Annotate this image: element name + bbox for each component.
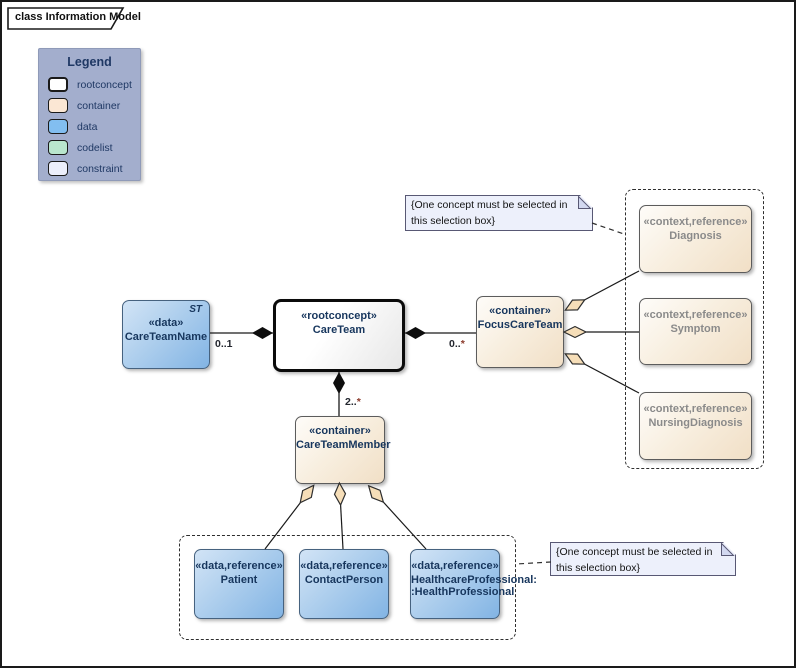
node-contactperson[interactable]: «data,reference» ContactPerson [299, 549, 389, 619]
stereotype-label: «container» [489, 305, 551, 317]
legend-item-rootconcept: rootconcept [48, 76, 132, 93]
tagged-value-st: ST [189, 304, 202, 315]
note-fold-icon [721, 543, 735, 557]
node-careteammember[interactable]: «container» CareTeamMember [295, 416, 391, 484]
stereotype-label: «data,reference» [411, 560, 499, 572]
aggregation-diamond-icon [564, 353, 586, 365]
legend-item-codelist: codelist [48, 139, 113, 156]
selection-box-right[interactable] [625, 189, 764, 469]
node-nursingdiagnosis[interactable]: «context,reference» NursingDiagnosis [639, 392, 752, 460]
diagram-tab[interactable]: class Information Model [15, 11, 141, 23]
constraint-swatch-icon [48, 161, 68, 176]
aggregation-diamond-icon [367, 484, 385, 504]
legend-item-data: data [48, 118, 97, 135]
class-name-label: CareTeamName [124, 331, 208, 343]
composition-diamond-icon [405, 327, 426, 339]
node-healthcareprofessional[interactable]: «data,reference» HealthcareProfessional:… [410, 549, 537, 619]
multiplicity-careteammember: 2..* [345, 396, 361, 408]
note-selection-top[interactable]: {One concept must be selected in this se… [405, 195, 593, 231]
composition-diamond-icon [252, 327, 273, 339]
stereotype-label: «data,reference» [195, 560, 283, 572]
legend-title: Legend [67, 55, 112, 69]
class-name-label: Diagnosis [669, 230, 722, 242]
data-swatch-icon [48, 119, 68, 134]
codelist-swatch-icon [48, 140, 68, 155]
aggregation-diamond-icon [333, 481, 347, 507]
stereotype-label: «context,reference» [643, 216, 748, 228]
connector-careteam-careteammember[interactable] [333, 372, 345, 416]
note-selection-bottom[interactable]: {One concept must be selected in this se… [550, 542, 736, 576]
note-anchor-top [591, 222, 625, 235]
legend-item-constraint: constraint [48, 160, 123, 177]
stereotype-label: «container» [309, 425, 371, 437]
stereotype-label: «data» [148, 317, 184, 329]
class-name-label: NursingDiagnosis [648, 417, 743, 429]
stereotype-label: «context,reference» [643, 403, 748, 415]
composition-diamond-icon [333, 372, 345, 394]
aggregation-diamond-icon [564, 299, 586, 311]
class-name-label: HealthcareProfessional: [411, 574, 537, 586]
class-name-label: Symptom [670, 323, 721, 335]
class-name-label: Patient [220, 574, 258, 586]
container-swatch-icon [48, 98, 68, 113]
aggregation-diamond-icon [299, 484, 315, 504]
connector-careteam-focuscareteam[interactable] [405, 327, 476, 339]
rootconcept-swatch-icon [48, 77, 68, 92]
node-patient[interactable]: «data,reference» Patient [194, 549, 284, 619]
note-fold-icon [578, 196, 592, 210]
stereotype-label: «context,reference» [643, 309, 748, 321]
selection-box-bottom[interactable] [179, 535, 516, 640]
class-name-label: CareTeamMember [296, 439, 391, 451]
legend-item-container: container [48, 97, 120, 114]
class-name-label-2: :HealthProfessional [411, 586, 515, 598]
node-diagnosis[interactable]: «context,reference» Diagnosis [639, 205, 752, 273]
class-name-label: ContactPerson [304, 574, 384, 586]
node-careteamname[interactable]: ST «data» CareTeamName [122, 300, 210, 369]
node-symptom[interactable]: «context,reference» Symptom [639, 298, 752, 365]
aggregation-diamond-icon [562, 325, 588, 339]
legend[interactable]: Legend rootconcept container data codeli… [38, 48, 141, 181]
class-name-label: CareTeam [312, 324, 366, 336]
multiplicity-careteamname: 0..1 [215, 338, 233, 350]
stereotype-label: «data,reference» [300, 560, 388, 572]
stereotype-label: «rootconcept» [301, 310, 377, 322]
node-focuscareteam[interactable]: «container» FocusCareTeam [476, 296, 564, 368]
note-anchor-bottom [515, 561, 552, 565]
class-name-label: FocusCareTeam [477, 319, 563, 331]
multiplicity-focuscareteam: 0..* [449, 338, 465, 350]
node-careteam[interactable]: «rootconcept» CareTeam [273, 299, 405, 372]
